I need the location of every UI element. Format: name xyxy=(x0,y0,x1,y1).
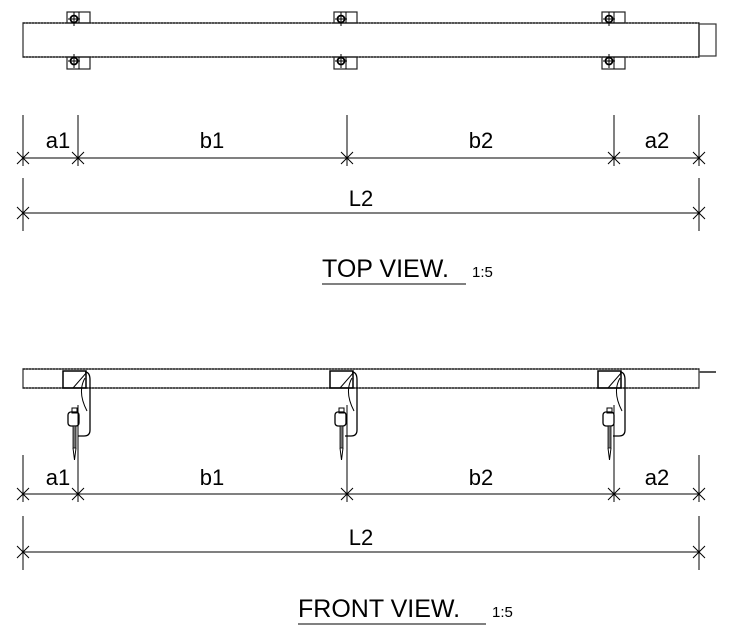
hanger-curve xyxy=(616,377,623,412)
top-dim-a1: a1 xyxy=(46,128,70,153)
front-dim-b1: b1 xyxy=(200,465,224,490)
front-dim-L2: L2 xyxy=(349,525,373,550)
clip-block xyxy=(62,370,87,389)
front-dim-a2: a2 xyxy=(645,465,669,490)
screw-tip xyxy=(339,447,344,461)
dimension-tick xyxy=(340,487,354,501)
front-view-title: FRONT VIEW. xyxy=(298,595,460,623)
dimension-tick xyxy=(340,151,354,165)
dimension-tick xyxy=(607,151,621,165)
dimension-tick xyxy=(692,151,706,165)
top-dim-a2: a2 xyxy=(645,128,669,153)
screw-nut xyxy=(606,407,613,414)
dimension-tick xyxy=(16,545,30,559)
dimension-tick xyxy=(16,487,30,501)
dimension-tick xyxy=(692,545,706,559)
clip-diagonal xyxy=(607,371,623,389)
top-dim-L2: L2 xyxy=(349,186,373,211)
hanger-hook xyxy=(345,371,358,437)
hanger-curve xyxy=(81,377,88,412)
screw-head xyxy=(602,411,615,427)
top-view-title: TOP VIEW. xyxy=(322,255,449,283)
clip-block xyxy=(329,370,354,389)
front-dim-a1: a1 xyxy=(46,465,70,490)
front-dim-b2: b2 xyxy=(469,465,493,490)
hanger-hook xyxy=(78,371,91,437)
dimension-tick xyxy=(16,206,30,220)
dimension-lines xyxy=(16,115,706,625)
dimension-tick xyxy=(71,151,85,165)
screw-shank xyxy=(72,425,77,449)
clip-block xyxy=(597,370,622,389)
clip-diagonal xyxy=(72,371,88,389)
front-view-beam xyxy=(22,368,716,461)
hanger-curve xyxy=(348,377,355,412)
screw-nut xyxy=(338,407,345,414)
hanger-hook xyxy=(613,371,626,437)
screw-tip xyxy=(607,447,612,461)
front-view-scale: 1:5 xyxy=(492,604,513,621)
top-view-scale: 1:5 xyxy=(472,264,493,281)
end-plug xyxy=(698,23,717,57)
dimension-tick xyxy=(71,487,85,501)
screw-head xyxy=(67,411,80,427)
dimension-tick xyxy=(16,151,30,165)
screw-tip xyxy=(72,447,77,461)
screw-head xyxy=(334,411,347,427)
screw-shank xyxy=(607,425,612,449)
dimension-tick xyxy=(692,206,706,220)
screw-shank xyxy=(339,425,344,449)
top-dim-b2: b2 xyxy=(469,128,493,153)
top-view-beam xyxy=(22,11,717,70)
top-dim-b1: b1 xyxy=(200,128,224,153)
clip-diagonal xyxy=(339,371,355,389)
screw-nut xyxy=(71,407,78,414)
dimension-tick xyxy=(607,487,621,501)
dimension-tick xyxy=(692,487,706,501)
beam-outline xyxy=(22,22,700,58)
